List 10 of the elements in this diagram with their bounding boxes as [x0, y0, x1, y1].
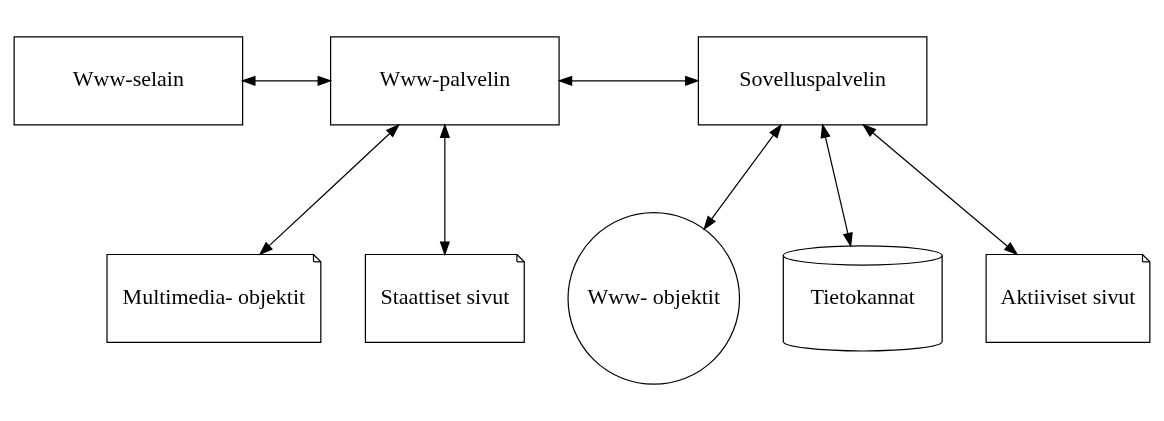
arrow	[703, 123, 782, 231]
arrow	[258, 123, 400, 256]
arrow	[439, 123, 450, 257]
node-box: Www-palvelin	[330, 36, 560, 126]
arrow	[861, 123, 1019, 256]
node-box: Sovelluspalvelin	[697, 36, 928, 126]
node-box: Www-selain	[13, 36, 244, 126]
arrow	[240, 75, 333, 86]
arrow	[557, 75, 700, 86]
arrow	[820, 123, 853, 248]
